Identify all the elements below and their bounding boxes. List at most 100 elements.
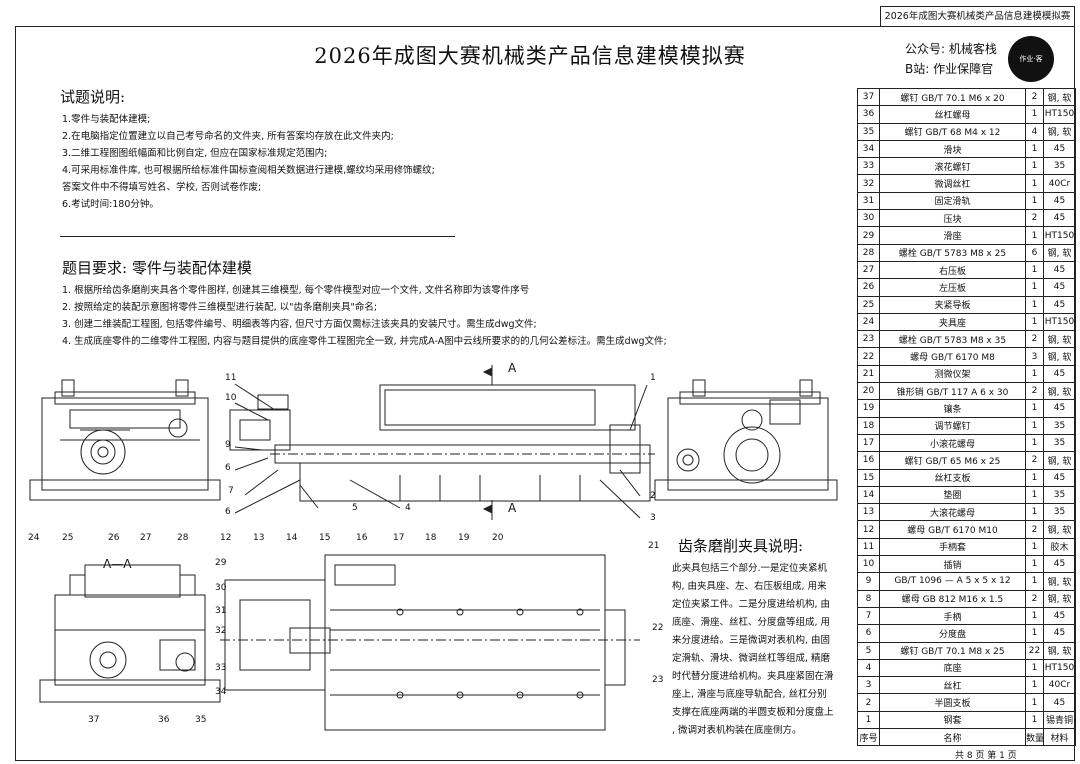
part-material: HT150	[1043, 312, 1076, 332]
part-qty: 1	[1025, 710, 1044, 729]
part-no: 28	[857, 243, 880, 262]
part-name: 夹紧导板	[879, 295, 1026, 314]
part-qty: 1	[1025, 624, 1044, 643]
callout-29: 29	[215, 558, 227, 568]
assembly-drawing: 11 10 9 6 7 6 5 4 1 2 3 A A A—A 24 25 26…	[28, 361, 838, 731]
requirement-line: 3. 创建二维装配工程图, 包括零件编号、明细表等内容, 但尺寸方面仅需标注该夹…	[62, 319, 537, 330]
part-name: 夹具座	[879, 312, 1026, 332]
part-no: 20	[857, 382, 880, 401]
part-name: 分度盘	[879, 624, 1026, 643]
header-qty: 数量	[1025, 727, 1044, 747]
part-material: 45	[1043, 399, 1076, 418]
part-qty: 22	[1025, 641, 1044, 660]
part-qty: 1	[1025, 139, 1044, 159]
part-name: 锥形销 GB/T 117 A 6 x 30	[879, 382, 1026, 401]
left-end-view	[29, 379, 221, 501]
part-material: 35	[1043, 503, 1076, 522]
part-no: 9	[857, 572, 880, 591]
part-no: 6	[857, 624, 880, 643]
part-name: 螺钉 GB/T 68 M4 x 12	[879, 122, 1026, 141]
part-material: 钢, 软	[1043, 641, 1076, 660]
table-header-row: 序号名称数量材料	[857, 727, 1076, 747]
part-qty: 2	[1025, 451, 1044, 470]
fixture-desc-line: 构, 由夹具座、左、右压板组成, 用来	[672, 581, 827, 592]
part-no: 13	[857, 503, 880, 522]
fixture-desc-line: , 微调对表机构装在底座侧方。	[672, 725, 802, 736]
part-no: 23	[857, 330, 880, 349]
part-no: 34	[857, 139, 880, 159]
part-no: 11	[857, 537, 880, 557]
header-name: 名称	[879, 727, 1026, 747]
part-no: 18	[857, 416, 880, 435]
part-qty: 1	[1025, 676, 1044, 695]
callout-17: 17	[393, 533, 404, 543]
part-name: 手柄套	[879, 537, 1026, 557]
part-material: 45	[1043, 693, 1076, 712]
part-qty: 1	[1025, 606, 1044, 626]
part-name: 测微仪架	[879, 364, 1026, 384]
part-material: 45	[1043, 295, 1076, 314]
part-qty: 1	[1025, 433, 1044, 453]
part-qty: 4	[1025, 122, 1044, 141]
top-view	[220, 554, 640, 731]
header-strip: 2026年成图大赛机械类产品信息建模模拟赛	[880, 6, 1075, 26]
callout-1: 1	[650, 373, 656, 383]
part-name: 小滚花螺母	[879, 433, 1026, 453]
part-material: 45	[1043, 139, 1076, 159]
callout-6b: 6	[225, 507, 231, 517]
callout-9: 9	[225, 440, 231, 450]
callout-37: 37	[88, 715, 99, 725]
part-name: 丝杠	[879, 676, 1026, 695]
callout-6a: 6	[225, 463, 231, 473]
part-no: 22	[857, 347, 880, 366]
part-material: 钢, 软	[1043, 122, 1076, 141]
part-name: 螺钉 GB/T 70.1 M8 x 25	[879, 641, 1026, 660]
part-no: 35	[857, 122, 880, 141]
fixture-desc-line: 此夹具包括三个部分.一是定位夹紧机	[672, 563, 828, 574]
part-material: 钢, 软	[1043, 382, 1076, 401]
part-no: 2	[857, 693, 880, 712]
part-no: 37	[857, 87, 880, 107]
part-name: 底座	[879, 658, 1026, 678]
part-qty: 1	[1025, 174, 1044, 193]
part-qty: 1	[1025, 693, 1044, 712]
fixture-desc-line: 来分度进给。三是微调对表机构, 由固	[672, 635, 831, 646]
callout-20: 20	[492, 533, 504, 543]
part-material: 45	[1043, 468, 1076, 487]
brand-bilibili: B站: 作业保障官	[905, 62, 994, 76]
callout-16: 16	[356, 533, 368, 543]
part-qty: 1	[1025, 157, 1044, 176]
part-no: 10	[857, 555, 880, 574]
part-qty: 1	[1025, 572, 1044, 591]
part-qty: 2	[1025, 382, 1044, 401]
callout-36: 36	[158, 715, 170, 725]
brand-wechat: 公众号: 机械客栈	[905, 42, 997, 56]
part-name: 插销	[879, 555, 1026, 574]
part-no: 12	[857, 520, 880, 539]
part-no: 32	[857, 174, 880, 193]
callout-3: 3	[650, 513, 656, 523]
aa-section-view	[39, 564, 221, 703]
part-material: 钢, 软	[1043, 243, 1076, 262]
fixture-desc-line: 底座、滑座、丝杠、分度盘等组成, 用	[672, 617, 831, 628]
instructions-title: 试题说明:	[60, 88, 126, 106]
part-no: 16	[857, 451, 880, 470]
part-no: 7	[857, 606, 880, 626]
part-no: 14	[857, 485, 880, 505]
part-material: 40Cr	[1043, 174, 1076, 193]
part-name: 半圆支板	[879, 693, 1026, 712]
requirement-line: 1. 根据所给齿条磨削夹具各个零件图样, 创建其三维模型, 每个零件模型对应一个…	[62, 285, 530, 296]
callout-2: 2	[650, 491, 656, 501]
part-qty: 1	[1025, 658, 1044, 678]
part-name: 滑座	[879, 226, 1026, 245]
part-qty: 1	[1025, 537, 1044, 557]
part-material: 45	[1043, 278, 1076, 297]
part-name: 滚花螺钉	[879, 157, 1026, 176]
fixture-desc-line: 座上, 滑座与底座导轨配合, 丝杠分别	[672, 689, 827, 700]
